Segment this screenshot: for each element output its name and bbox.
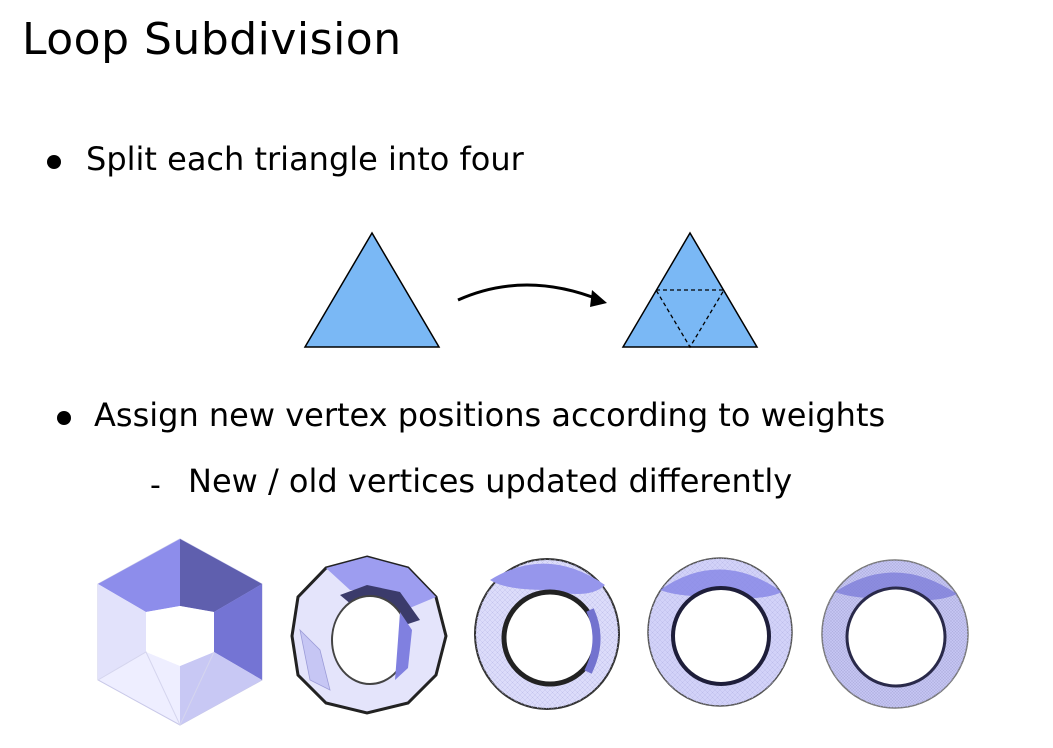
mesh-level-0 bbox=[97, 538, 263, 727]
mesh-level-4 bbox=[821, 559, 969, 709]
bullet-split-triangle: Split each triangle into four bbox=[86, 140, 524, 178]
sub-bullet-marker: - bbox=[150, 468, 161, 503]
mesh-level-2 bbox=[474, 558, 620, 710]
sub-bullet-update: New / old vertices updated differently bbox=[188, 462, 793, 500]
arrow-head bbox=[590, 290, 607, 307]
mesh-level-3 bbox=[647, 557, 793, 707]
slide-title: Loop Subdivision bbox=[22, 14, 402, 65]
arrow bbox=[457, 283, 601, 302]
subdivision-dashed-lines bbox=[654, 289, 726, 349]
original-triangle bbox=[303, 231, 441, 348]
bullet-dot-2 bbox=[57, 411, 71, 425]
bullet-assign-positions: Assign new vertex positions according to… bbox=[94, 396, 886, 434]
bullet-dot-1 bbox=[47, 155, 61, 169]
mesh-level-1 bbox=[290, 555, 448, 715]
